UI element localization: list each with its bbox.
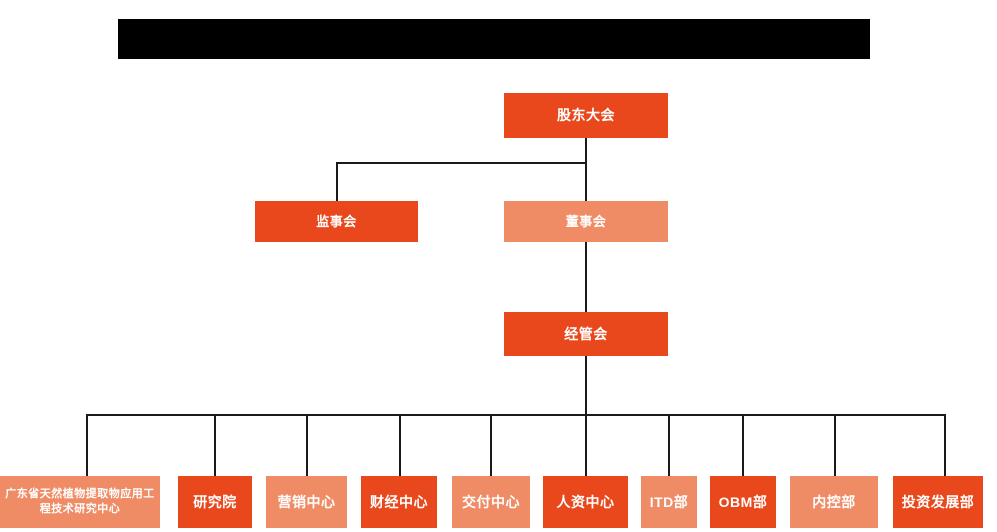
node-delivery-center[interactable]: 交付中心 [452,476,530,528]
connector-drop-marketing-center [306,414,308,476]
connector-directors-down [585,162,587,201]
node-shareholders-meeting[interactable]: 股东大会 [504,93,668,138]
node-label-board-of-directors: 董事会 [565,213,607,229]
node-guangdong-research-center[interactable]: 广东省天然植物提取物应用工程技术研究中心 [0,476,160,528]
connector-drop-hr-center [585,414,587,476]
connector-drop-guangdong-research-center [86,414,88,476]
node-label-board-of-supervisors: 监事会 [316,213,357,229]
node-finance-center[interactable]: 财经中心 [361,476,437,528]
node-board-of-supervisors[interactable]: 监事会 [255,201,418,242]
node-investment-development-department[interactable]: 投资发展部 [893,476,983,528]
connector-drop-internal-control-department [834,414,836,476]
node-label-research-institute: 研究院 [193,493,237,510]
connector-level4-bus [86,414,945,416]
connector-drop-itd-department [668,414,670,476]
title-banner [118,19,870,59]
connector-drop-research-institute [214,414,216,476]
node-label-internal-control-department: 内控部 [812,493,856,510]
node-label-shareholders-meeting: 股东大会 [557,107,615,124]
title-banner-text [118,19,870,59]
node-label-marketing-center: 营销中心 [277,493,336,510]
node-board-of-directors[interactable]: 董事会 [504,201,668,242]
node-label-management-committee: 经管会 [564,325,608,342]
connector-drop-investment-development-department [944,414,946,476]
connector-management-down [585,356,587,416]
connector-drop-finance-center [399,414,401,476]
connector-level2-bus [336,162,587,164]
connector-shareholders-down [585,138,587,164]
node-research-institute[interactable]: 研究院 [178,476,252,528]
node-label-hr-center: 人资中心 [556,493,615,510]
connector-directors-to-management [585,242,587,312]
node-management-committee[interactable]: 经管会 [504,312,668,356]
node-label-obm-department: OBM部 [718,493,768,510]
node-label-delivery-center: 交付中心 [462,493,520,510]
connector-drop-obm-department [742,414,744,476]
node-label-finance-center: 财经中心 [370,493,428,510]
connector-supervisors-down [336,162,338,201]
connector-drop-delivery-center [490,414,492,476]
node-marketing-center[interactable]: 营销中心 [266,476,347,528]
node-label-itd-department: ITD部 [649,493,689,510]
node-internal-control-department[interactable]: 内控部 [790,476,878,528]
node-itd-department[interactable]: ITD部 [641,476,697,528]
node-hr-center[interactable]: 人资中心 [543,476,628,528]
node-label-guangdong-research-center: 广东省天然植物提取物应用工程技术研究中心 [5,488,155,515]
node-label-investment-development-department: 投资发展部 [901,493,975,510]
node-obm-department[interactable]: OBM部 [710,476,776,528]
